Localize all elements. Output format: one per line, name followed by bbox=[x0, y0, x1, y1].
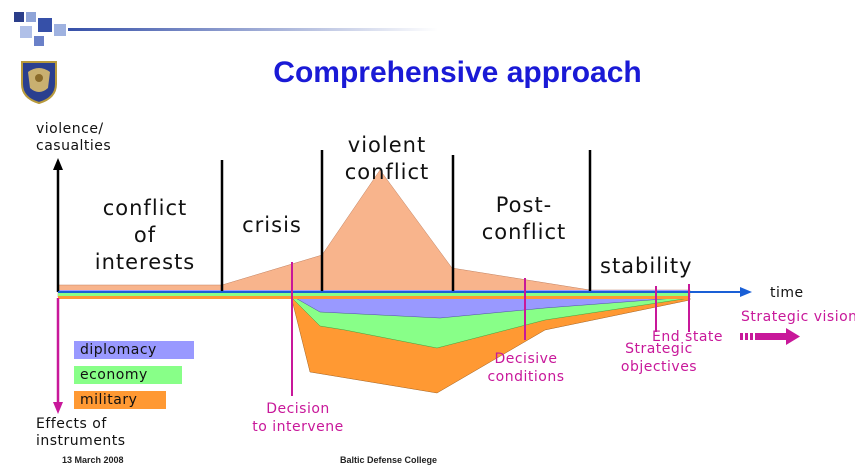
footer-organization: Baltic Defense College bbox=[340, 455, 438, 465]
legend-military: military bbox=[74, 391, 166, 409]
strategic-vision-arrow bbox=[740, 328, 800, 345]
strategic-vision-clip: Strategic vision bbox=[741, 308, 855, 330]
footer-date: 13 March 2008 bbox=[62, 455, 124, 465]
legend-diplomacy: diplomacy bbox=[74, 341, 194, 359]
time-axis-arrowhead bbox=[740, 287, 752, 297]
phase-crisis: crisis bbox=[242, 213, 302, 237]
strategic-vision-label: Strategic vision bbox=[741, 309, 855, 325]
baseline-economy bbox=[58, 293, 690, 296]
strategic-objectives-label: Strategic objectives bbox=[620, 341, 698, 375]
college-crest-logo bbox=[20, 58, 58, 105]
effects-label: Effects of instruments bbox=[36, 416, 126, 449]
time-axis-label: time bbox=[770, 285, 804, 301]
effects-axis-arrowhead bbox=[53, 402, 63, 414]
decisive-conditions-label: Decisive conditions bbox=[487, 351, 565, 385]
end-state-label: End state bbox=[652, 329, 724, 345]
violence-axis-arrowhead bbox=[53, 158, 63, 170]
phase-post-conflict: Post- conflict bbox=[481, 193, 567, 244]
slide-title: Comprehensive approach bbox=[273, 56, 642, 89]
phase-stability: stability bbox=[600, 254, 693, 278]
corner-decoration bbox=[14, 12, 438, 52]
phase-conflict-of-interests: conflict of interests bbox=[94, 196, 196, 274]
baseline-military bbox=[58, 296, 690, 299]
phase-violent-conflict: violent conflict bbox=[344, 133, 430, 184]
decision-to-intervene-label: Decision to intervene bbox=[252, 401, 344, 435]
y-axis-label: violence/ casualties bbox=[36, 121, 112, 154]
legend-economy: economy bbox=[74, 366, 182, 384]
